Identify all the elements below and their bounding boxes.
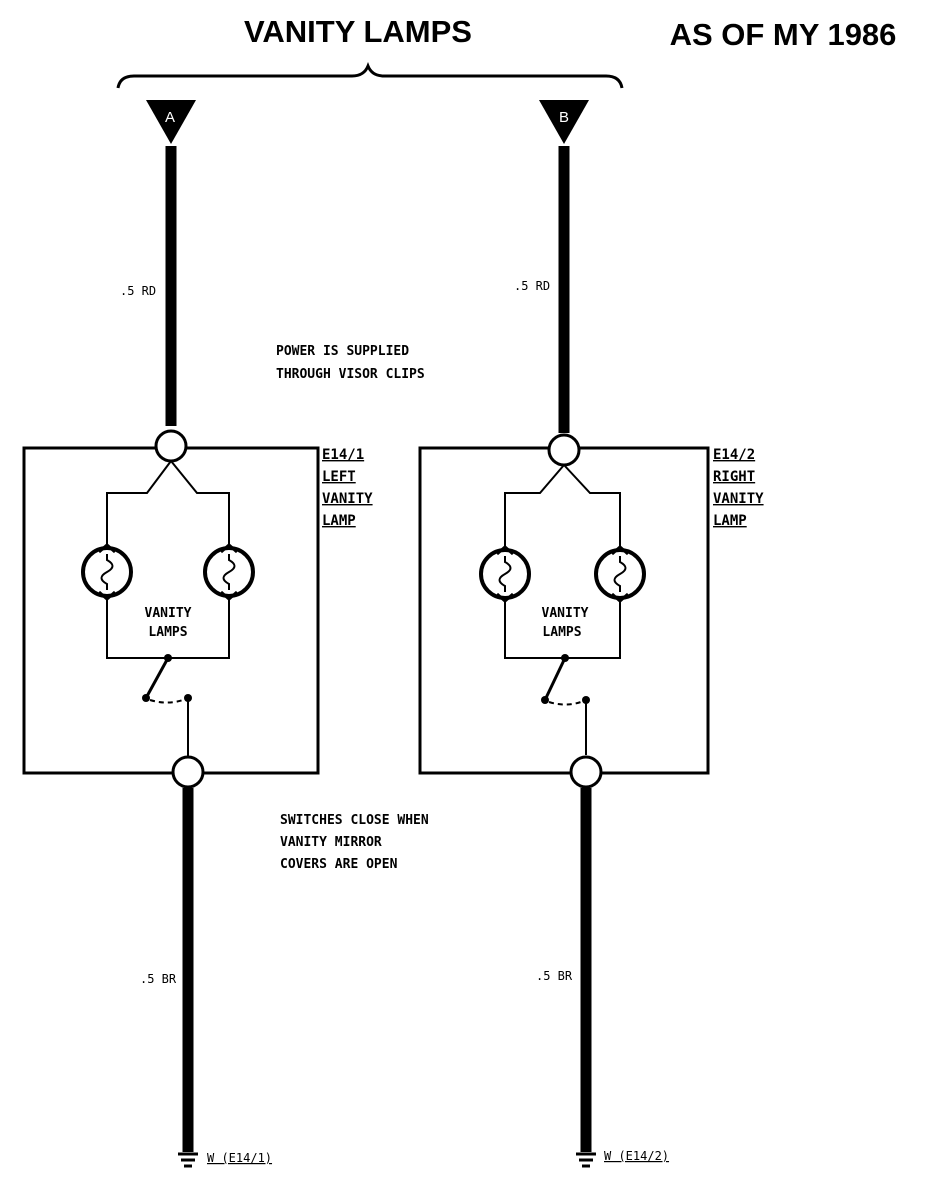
power-note-line1: POWER IS SUPPLIED [276,344,409,359]
left-branch-a [106,460,172,548]
model-year-label: AS OF MY 1986 [670,17,897,52]
right-ground-label: W (E14/2) [604,1149,669,1163]
switch-note-line3: COVERS ARE OPEN [280,857,398,872]
left-ground-icon [178,1152,198,1168]
diagram-title: VANITY LAMPS [244,14,472,49]
switch-note-line2: VANITY MIRROR [280,835,382,850]
right-lamps-label-line2: LAMPS [542,625,581,640]
right-bottom-terminal [569,755,603,789]
right-wire-top-label: .5 RD [514,279,550,293]
power-note-line2: THROUGH VISOR CLIPS [276,367,425,382]
left-bulb-2-icon [203,543,255,601]
switch-note-line1: SWITCHES CLOSE WHEN [280,813,429,828]
right-circuit: B .5 RD VANITY LAMPS . [418,100,764,1168]
right-bulb-2-icon [594,545,646,603]
right-component-id: E14/2 [713,447,755,463]
left-bulb-1-icon [81,543,133,601]
left-component-id: E14/1 [322,447,364,463]
left-wire-top-label: .5 RD [120,284,156,298]
right-component-name-line3: LAMP [713,513,747,529]
left-branch-b [170,460,230,548]
left-circuit: A .5 RD VANITY LAMPS . [22,100,373,1168]
connector-b-label: B [559,109,569,126]
grouping-brace [116,61,624,89]
right-mirror-switch-icon [541,654,590,706]
left-mirror-switch-icon [142,654,192,704]
right-top-terminal [547,433,581,467]
left-lamps-label-line2: LAMPS [148,625,187,640]
left-wire-bottom-label: .5 BR [140,972,177,986]
right-component-name-line1: RIGHT [713,469,755,485]
left-ground-label: W (E14/1) [207,1151,272,1165]
right-branch-a [504,464,565,548]
left-bottom-terminal [171,755,205,789]
right-bulb-1-icon [479,545,531,603]
left-lamps-label-line1: VANITY [145,606,192,621]
right-component-name-line2: VANITY [713,491,764,507]
right-lamps-label-line1: VANITY [542,606,589,621]
left-top-terminal [154,429,188,463]
connector-a-icon [146,100,196,144]
right-ground-icon [576,1152,596,1168]
left-component-name-line1: LEFT [322,469,356,485]
connector-b-icon [539,100,589,144]
right-branch-b [563,464,621,548]
connector-a-label: A [165,109,175,126]
right-wire-bottom-label: .5 BR [536,969,573,983]
left-component-name-line3: LAMP [322,513,356,529]
left-component-name-line2: VANITY [322,491,373,507]
